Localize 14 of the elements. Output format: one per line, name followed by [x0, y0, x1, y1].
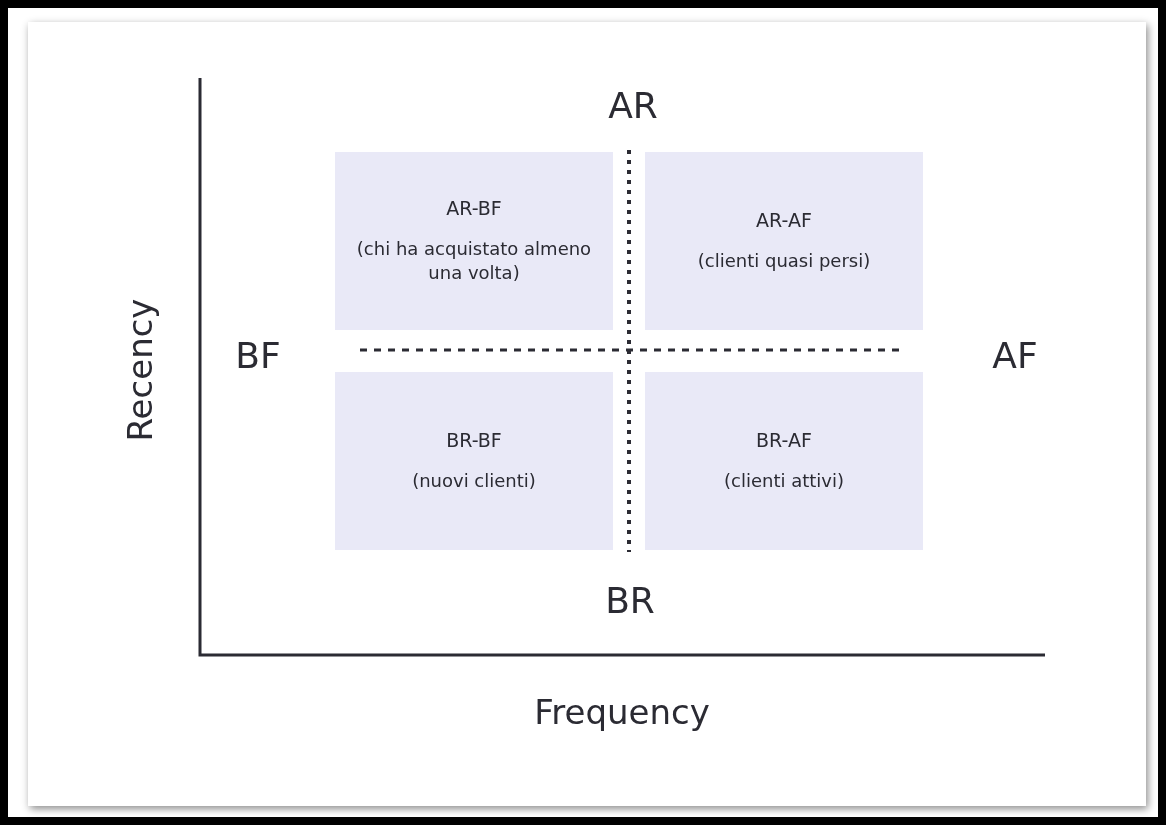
quadrant-heading: BR-BF [446, 428, 502, 451]
quadrant-description: (nuovi clienti) [412, 468, 536, 493]
axis-title: Recency [120, 298, 160, 442]
axis-label: AF [992, 334, 1038, 376]
axis-label: AR [608, 84, 658, 126]
quadrant-description: (clienti attivi) [724, 468, 844, 493]
quadrant-heading: AR-BF [446, 196, 502, 219]
axis-label: BF [235, 334, 281, 376]
axis-label: BR [605, 579, 655, 621]
quadrant-heading: BR-AF [756, 428, 812, 451]
axis-title: Frequency [534, 692, 710, 732]
quadrant-description: (clienti quasi persi) [697, 248, 871, 273]
quadrant-description: (chi ha acquistato almeno una volta) [355, 236, 593, 285]
quadrant-heading: AR-AF [756, 208, 812, 231]
